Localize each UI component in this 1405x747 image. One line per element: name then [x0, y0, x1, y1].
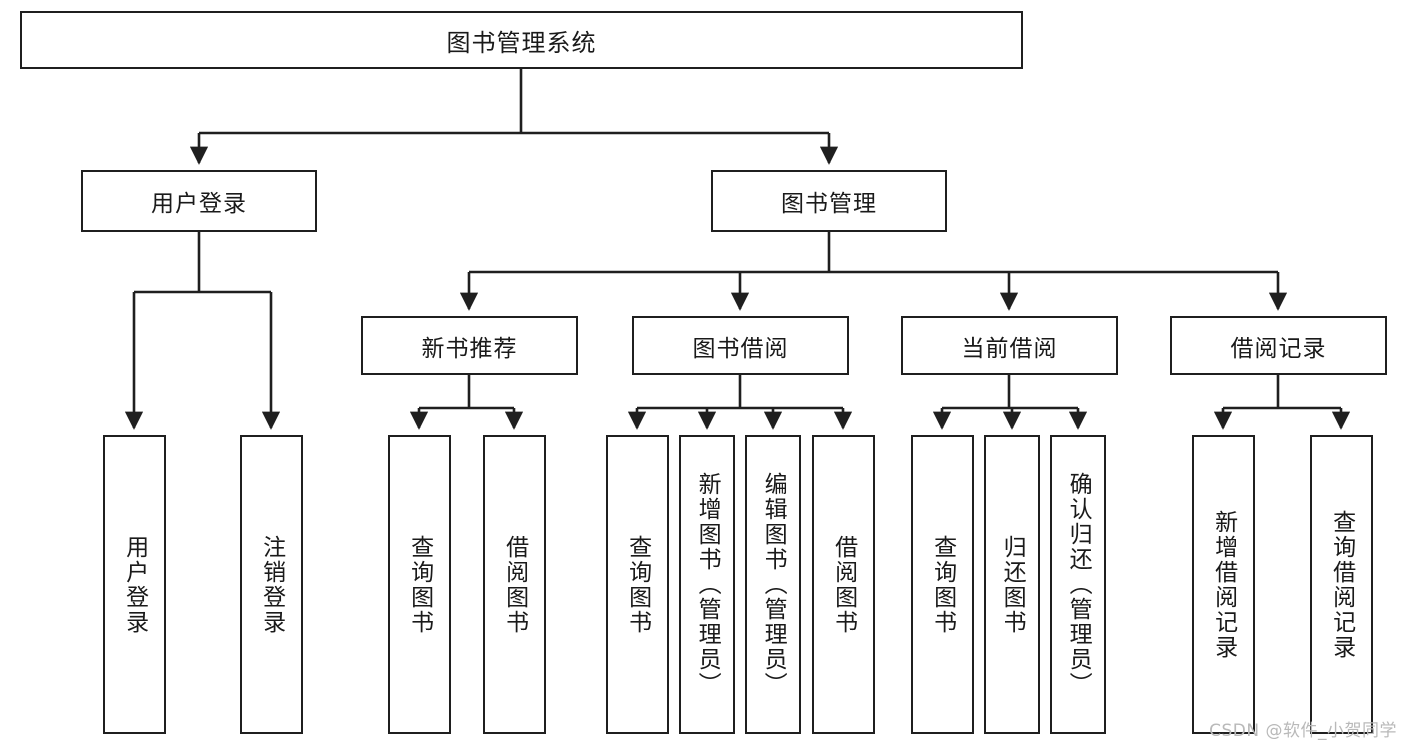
node-leaf-confirm-return[interactable]: 确认归还（管理员） — [1050, 435, 1106, 734]
node-leaf-borrow-book-label: 借阅图书 — [830, 534, 857, 635]
node-leaf-logout-label: 注销登录 — [258, 534, 285, 635]
node-leaf-query-book-borrow[interactable]: 查询图书 — [606, 435, 669, 734]
node-leaf-user-login-label: 用户登录 — [121, 534, 148, 635]
node-leaf-query-record[interactable]: 查询借阅记录 — [1310, 435, 1373, 734]
node-user-login[interactable]: 用户登录 — [81, 170, 317, 232]
node-new-book-rec-label: 新书推荐 — [421, 335, 518, 362]
node-leaf-borrow-book-rec-label: 借阅图书 — [501, 534, 528, 635]
node-current-borrow-label: 当前借阅 — [961, 335, 1058, 362]
node-leaf-edit-book-label: 编辑图书（管理员） — [760, 472, 787, 697]
node-user-login-label: 用户登录 — [151, 191, 247, 217]
node-root-label: 图书管理系统 — [446, 28, 597, 57]
node-leaf-query-book-borrow-label: 查询图书 — [624, 534, 651, 635]
node-borrow-record[interactable]: 借阅记录 — [1170, 316, 1387, 375]
node-borrow-record-label: 借阅记录 — [1230, 335, 1327, 362]
node-leaf-query-record-label: 查询借阅记录 — [1328, 509, 1355, 660]
node-leaf-confirm-return-label: 确认归还（管理员） — [1065, 472, 1092, 697]
node-leaf-add-book-label: 新增图书（管理员） — [694, 472, 721, 697]
node-book-borrow[interactable]: 图书借阅 — [632, 316, 849, 375]
node-leaf-query-book-cur[interactable]: 查询图书 — [911, 435, 974, 734]
node-book-manage[interactable]: 图书管理 — [711, 170, 947, 232]
node-leaf-query-book-cur-label: 查询图书 — [929, 534, 956, 635]
edge-group-root — [189, 69, 839, 165]
node-leaf-return-book[interactable]: 归还图书 — [984, 435, 1040, 734]
node-leaf-borrow-book[interactable]: 借阅图书 — [812, 435, 875, 734]
node-book-manage-label: 图书管理 — [781, 191, 877, 217]
node-leaf-user-login[interactable]: 用户登录 — [103, 435, 166, 734]
node-leaf-query-book-rec[interactable]: 查询图书 — [388, 435, 451, 734]
node-leaf-return-book-label: 归还图书 — [999, 534, 1026, 635]
edge-group-current-borrow — [932, 375, 1088, 430]
node-current-borrow[interactable]: 当前借阅 — [901, 316, 1118, 375]
node-leaf-add-book[interactable]: 新增图书（管理员） — [679, 435, 735, 734]
node-leaf-logout[interactable]: 注销登录 — [240, 435, 303, 734]
node-leaf-add-record-label: 新增借阅记录 — [1210, 509, 1237, 660]
edge-group-book-manage — [459, 232, 1288, 311]
csdn-watermark: CSDN @软件_小贺同学 — [1209, 721, 1397, 741]
edge-group-book-borrow — [627, 375, 853, 430]
node-new-book-rec[interactable]: 新书推荐 — [361, 316, 578, 375]
edge-group-borrow-record — [1213, 375, 1351, 430]
node-leaf-edit-book[interactable]: 编辑图书（管理员） — [745, 435, 801, 734]
node-leaf-add-record[interactable]: 新增借阅记录 — [1192, 435, 1255, 734]
node-book-borrow-label: 图书借阅 — [692, 335, 789, 362]
node-leaf-borrow-book-rec[interactable]: 借阅图书 — [483, 435, 546, 734]
node-leaf-query-book-rec-label: 查询图书 — [406, 534, 433, 635]
edge-group-user-login — [124, 232, 281, 430]
node-root[interactable]: 图书管理系统 — [20, 11, 1023, 69]
edge-group-new-book-rec — [409, 375, 524, 430]
